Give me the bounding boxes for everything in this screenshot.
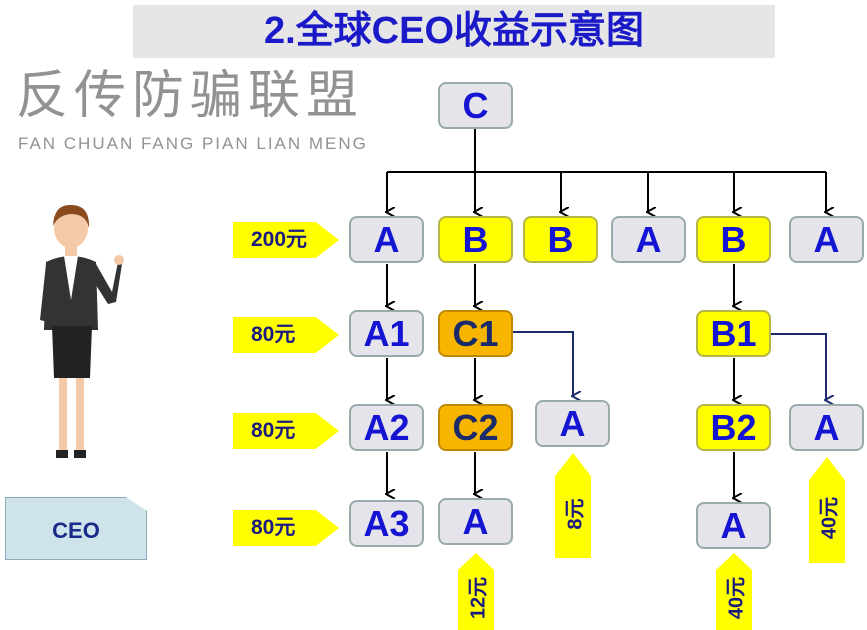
- node-b2: B2: [696, 404, 771, 451]
- node-c1: C1: [438, 310, 513, 357]
- income-arrow-40a: 40元: [716, 553, 752, 630]
- node-a2: A2: [349, 404, 424, 451]
- watermark-en: FAN CHUAN FANG PIAN LIAN MENG: [18, 134, 368, 153]
- node-a1: A1: [349, 310, 424, 357]
- income-label-row4: 80元: [233, 510, 339, 546]
- node-b2-child: A: [696, 502, 771, 549]
- node-c1-child: A: [535, 400, 610, 447]
- node-row1-4: A: [611, 216, 686, 263]
- page-title: 2.全球CEO收益示意图: [133, 5, 775, 58]
- node-row1-2: B: [438, 216, 513, 263]
- income-label-row1: 200元: [233, 222, 339, 258]
- node-b1: B1: [696, 310, 771, 357]
- income-arrow-12: 12元: [458, 553, 494, 630]
- income-arrow-8: 8元: [555, 453, 591, 558]
- node-a3: A3: [349, 500, 424, 547]
- node-row1-1: A: [349, 216, 424, 263]
- node-root: C: [438, 82, 513, 129]
- node-c2-child: A: [438, 498, 513, 545]
- income-arrow-40b: 40元: [809, 457, 845, 563]
- node-row1-3: B: [523, 216, 598, 263]
- node-b1-child: A: [789, 404, 864, 451]
- income-label-row2: 80元: [233, 317, 339, 353]
- ceo-label-box: CEO: [5, 497, 147, 560]
- node-c2: C2: [438, 404, 513, 451]
- node-row1-6: A: [789, 216, 864, 263]
- node-row1-5: B: [696, 216, 771, 263]
- income-label-row3: 80元: [233, 413, 339, 449]
